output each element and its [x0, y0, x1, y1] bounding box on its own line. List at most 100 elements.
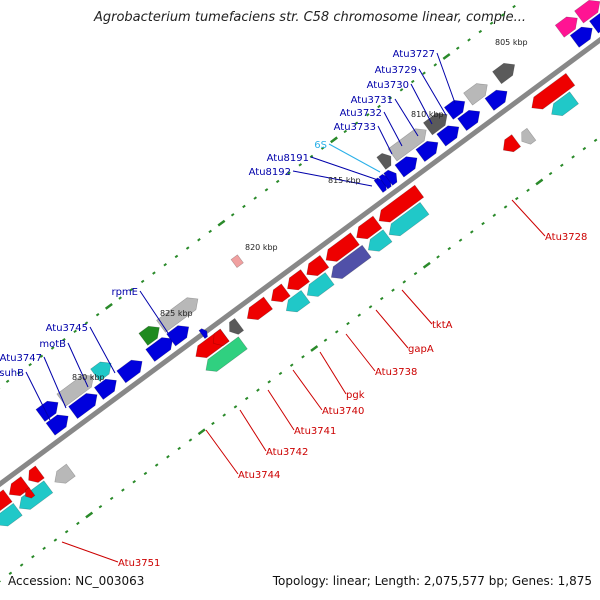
- gene-label[interactable]: Atu3730: [367, 80, 409, 91]
- gene-arrow-forward[interactable]: [554, 16, 578, 38]
- gene-arrow-forward[interactable]: [387, 128, 427, 162]
- scale-tick: [5, 379, 10, 384]
- gene-label[interactable]: Atu3741: [294, 426, 336, 437]
- scale-tick: [469, 230, 474, 234]
- gene-arrow-forward[interactable]: [68, 393, 98, 419]
- gene-arrow-forward[interactable]: [436, 125, 460, 147]
- scale-tick: [50, 346, 55, 350]
- gene-arrow-forward[interactable]: [443, 99, 466, 120]
- gene-arrow-reverse[interactable]: [8, 476, 31, 497]
- gene-label[interactable]: motB: [39, 339, 66, 350]
- gene-label[interactable]: Atu3733: [334, 122, 376, 133]
- gene-label[interactable]: pgk: [346, 390, 365, 401]
- gene-arrow-forward[interactable]: [56, 374, 94, 407]
- gene-arrow-reverse[interactable]: [367, 229, 393, 252]
- gene-label[interactable]: Atu8191: [267, 153, 309, 164]
- leader-line: [319, 351, 347, 395]
- gene-arrow-reverse[interactable]: [306, 272, 335, 297]
- gene-label[interactable]: suhB: [0, 368, 24, 379]
- gene-arrow-reverse[interactable]: [0, 489, 13, 513]
- scale-tick: [39, 354, 44, 359]
- gene-label[interactable]: Atu3728: [545, 232, 587, 243]
- gene-label[interactable]: Atu3729: [375, 65, 417, 76]
- gene-layer[interactable]: [0, 0, 600, 527]
- gene-arrow-forward[interactable]: [35, 400, 59, 422]
- gene-label[interactable]: Atu3745: [46, 323, 88, 334]
- gene-label[interactable]: tktA: [432, 320, 453, 331]
- gene-label[interactable]: Atu8192: [249, 167, 291, 178]
- gene-arrow-forward[interactable]: [569, 26, 593, 48]
- scale-tick: [503, 205, 508, 209]
- gene-arrow-forward[interactable]: [376, 153, 392, 170]
- gene-label[interactable]: Atu3731: [351, 95, 393, 106]
- gene-arrow-reverse[interactable]: [325, 232, 360, 262]
- gene-arrow-reverse[interactable]: [54, 463, 76, 484]
- gene-arrow-reverse[interactable]: [285, 289, 311, 313]
- gene-arrow-reverse[interactable]: [28, 465, 45, 483]
- gene-label[interactable]: Atu3732: [340, 108, 382, 119]
- gene-arrow-forward[interactable]: [230, 254, 244, 269]
- gene-arrow-reverse[interactable]: [330, 244, 372, 279]
- gene-arrow-forward[interactable]: [138, 325, 160, 346]
- gene-arrow-forward[interactable]: [93, 378, 117, 400]
- gene-arrow-reverse[interactable]: [213, 328, 230, 347]
- gene-arrow-reverse[interactable]: [502, 134, 522, 153]
- gene-arrow-forward[interactable]: [457, 109, 481, 132]
- scale-tick: [399, 88, 404, 92]
- gene-arrow-forward[interactable]: [145, 337, 174, 362]
- scale-tick: [163, 263, 167, 267]
- gene-arrow-reverse[interactable]: [270, 283, 291, 303]
- gene-label[interactable]: rpmE: [111, 287, 138, 298]
- gene-arrow-reverse[interactable]: [388, 201, 430, 237]
- backbone: [0, 36, 600, 488]
- gene-arrow-forward[interactable]: [116, 359, 143, 384]
- leader-line: [292, 369, 323, 411]
- gene-arrow-forward[interactable]: [492, 62, 516, 85]
- gene-arrow-forward[interactable]: [394, 156, 418, 178]
- gene-arrow-reverse[interactable]: [25, 487, 36, 499]
- leader-lines: [25, 52, 546, 563]
- gene-arrow-reverse[interactable]: [246, 296, 274, 321]
- scale-tick: [28, 362, 32, 367]
- gene-arrow-forward[interactable]: [463, 83, 488, 106]
- gene-label[interactable]: Atu3742: [266, 447, 308, 458]
- gene-arrow-forward[interactable]: [156, 297, 199, 333]
- gene-arrow-reverse[interactable]: [306, 254, 330, 277]
- map-title: Agrobacterium tumefaciens str. C58 chrom…: [93, 10, 527, 25]
- leader-line: [239, 409, 267, 452]
- gene-arrow-forward[interactable]: [90, 361, 112, 382]
- gene-arrow-forward[interactable]: [198, 328, 208, 340]
- scale-tick: [208, 229, 212, 234]
- gene-arrow-reverse[interactable]: [205, 336, 248, 372]
- scale-tick: [379, 296, 384, 301]
- gene-arrow-reverse[interactable]: [0, 502, 23, 527]
- gene-arrow-reverse[interactable]: [551, 91, 579, 117]
- gene-label[interactable]: Atu3738: [375, 367, 417, 378]
- gene-arrow-forward[interactable]: [383, 169, 398, 186]
- gene-arrow-reverse[interactable]: [521, 127, 537, 145]
- gene-arrow-forward[interactable]: [589, 12, 600, 34]
- gene-label[interactable]: 6S: [314, 140, 327, 151]
- gene-label[interactable]: Atu3740: [322, 406, 364, 417]
- gene-label[interactable]: Atu3727: [393, 49, 435, 60]
- gene-label[interactable]: Atu3747: [0, 353, 42, 364]
- gene-arrow-forward[interactable]: [166, 325, 190, 347]
- gene-arrow-reverse[interactable]: [229, 317, 245, 335]
- gene-arrow-reverse[interactable]: [287, 269, 310, 291]
- gene-arrow-forward[interactable]: [45, 414, 69, 436]
- gene-arrow-forward[interactable]: [484, 89, 508, 111]
- gene-label[interactable]: gapA: [408, 344, 434, 355]
- gene-arrow-reverse[interactable]: [378, 184, 425, 223]
- leader-line: [418, 68, 447, 116]
- scale-tick: [391, 288, 395, 292]
- gene-arrow-reverse[interactable]: [356, 215, 383, 240]
- gene-arrow-reverse[interactable]: [19, 480, 54, 510]
- scale-tick: [62, 337, 66, 342]
- gene-arrow-reverse[interactable]: [531, 72, 576, 110]
- gene-label[interactable]: Atu3751: [118, 558, 160, 569]
- gene-label[interactable]: Atu3744: [238, 470, 280, 481]
- gene-arrow-forward[interactable]: [415, 140, 439, 163]
- gene-arrow-forward[interactable]: [574, 0, 600, 24]
